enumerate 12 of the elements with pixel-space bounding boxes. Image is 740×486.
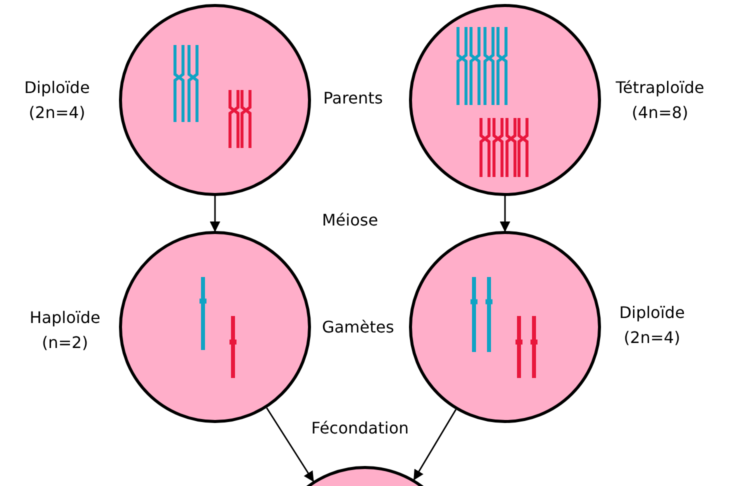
stage-label: Parents	[323, 88, 383, 110]
stage-label: Gamètes	[322, 316, 394, 338]
ploidy-label: Tétraploïde (4n=8)	[614, 77, 706, 124]
arrow	[266, 408, 314, 482]
arrow	[500, 196, 510, 232]
stage-label: Fécondation	[311, 418, 409, 440]
stage-label: Méiose	[322, 210, 378, 232]
ploidy-label: Diploïde (2n=4)	[23, 77, 91, 124]
arrow	[210, 196, 220, 232]
ploidy-label: Haploïde (n=2)	[28, 307, 102, 354]
arrow	[413, 409, 457, 480]
ploidy-label: Diploïde (2n=4)	[618, 302, 686, 349]
